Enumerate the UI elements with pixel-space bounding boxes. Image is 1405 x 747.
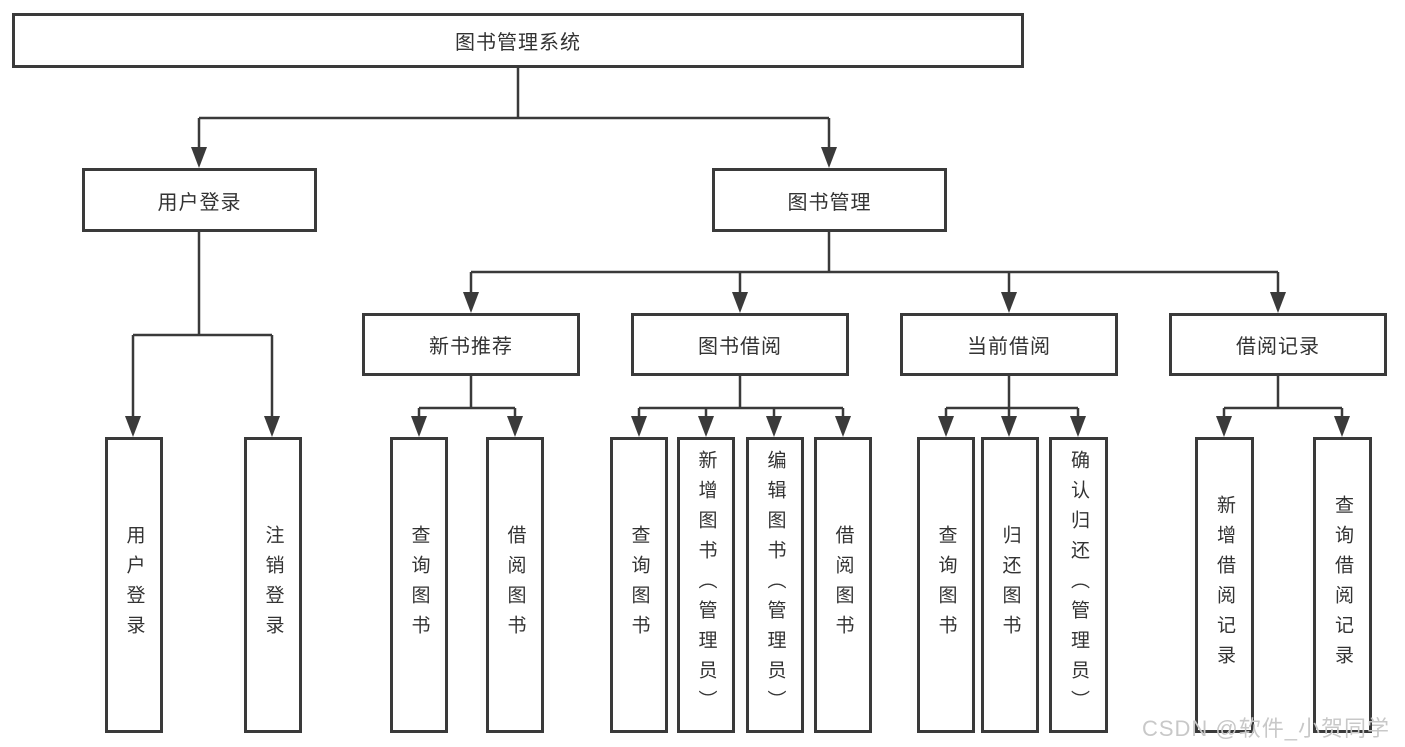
- leaf-borrow-edit-books-admin: 编辑图书（管理员）: [746, 437, 804, 733]
- leaf-records-query-record: 查询借阅记录: [1313, 437, 1372, 733]
- leaf-borrow-add-books-admin-label: 新增图书（管理员）: [695, 450, 717, 720]
- node-current-borrow: 当前借阅: [900, 313, 1118, 376]
- leaf-borrow-query-books-label: 查询图书: [628, 525, 650, 645]
- leaf-current-return-books-label: 归还图书: [999, 525, 1021, 645]
- node-book-borrow: 图书借阅: [631, 313, 849, 376]
- node-borrow-records: 借阅记录: [1169, 313, 1387, 376]
- leaf-current-return-books: 归还图书: [981, 437, 1039, 733]
- leaf-current-query-books: 查询图书: [917, 437, 975, 733]
- leaf-current-query-books-label: 查询图书: [935, 525, 957, 645]
- leaf-logout-label: 注销登录: [262, 525, 284, 645]
- leaf-user-login: 用户登录: [105, 437, 163, 733]
- leaf-borrow-query-books: 查询图书: [610, 437, 668, 733]
- node-book-management-label: 图书管理: [787, 191, 872, 214]
- leaf-borrow-borrow-books-label: 借阅图书: [832, 525, 854, 645]
- leaf-recommend-borrow-books: 借阅图书: [486, 437, 544, 733]
- leaf-current-confirm-return-admin-label: 确认归还（管理员）: [1068, 450, 1089, 720]
- node-new-book-recommend-label: 新书推荐: [429, 336, 513, 358]
- node-current-borrow-label: 当前借阅: [967, 336, 1051, 358]
- leaf-borrow-add-books-admin: 新增图书（管理员）: [677, 437, 735, 733]
- leaf-logout: 注销登录: [244, 437, 302, 733]
- csdn-watermark: CSDN @软件_小贺同学: [1141, 716, 1390, 741]
- leaf-user-login-label: 用户登录: [123, 525, 145, 645]
- node-root-label: 图书管理系统: [455, 32, 581, 54]
- arrowheads: [125, 147, 1350, 437]
- node-book-management: 图书管理: [712, 168, 947, 232]
- leaf-borrow-borrow-books: 借阅图书: [814, 437, 872, 733]
- leaf-recommend-borrow-books-label: 借阅图书: [504, 525, 526, 645]
- node-user-login-label: 用户登录: [157, 191, 242, 214]
- node-book-borrow-label: 图书借阅: [698, 336, 782, 358]
- leaf-recommend-query-books-label: 查询图书: [408, 525, 430, 645]
- leaf-current-confirm-return-admin: 确认归还（管理员）: [1049, 437, 1108, 733]
- leaf-recommend-query-books: 查询图书: [390, 437, 448, 733]
- node-borrow-records-label: 借阅记录: [1236, 336, 1320, 358]
- leaf-records-query-record-label: 查询借阅记录: [1332, 495, 1353, 675]
- leaf-records-add-record: 新增借阅记录: [1195, 437, 1254, 733]
- node-user-login: 用户登录: [82, 168, 317, 232]
- leaf-records-add-record-label: 新增借阅记录: [1214, 495, 1235, 675]
- leaf-borrow-edit-books-admin-label: 编辑图书（管理员）: [764, 450, 786, 720]
- node-root: 图书管理系统: [12, 13, 1024, 68]
- node-new-book-recommend: 新书推荐: [362, 313, 580, 376]
